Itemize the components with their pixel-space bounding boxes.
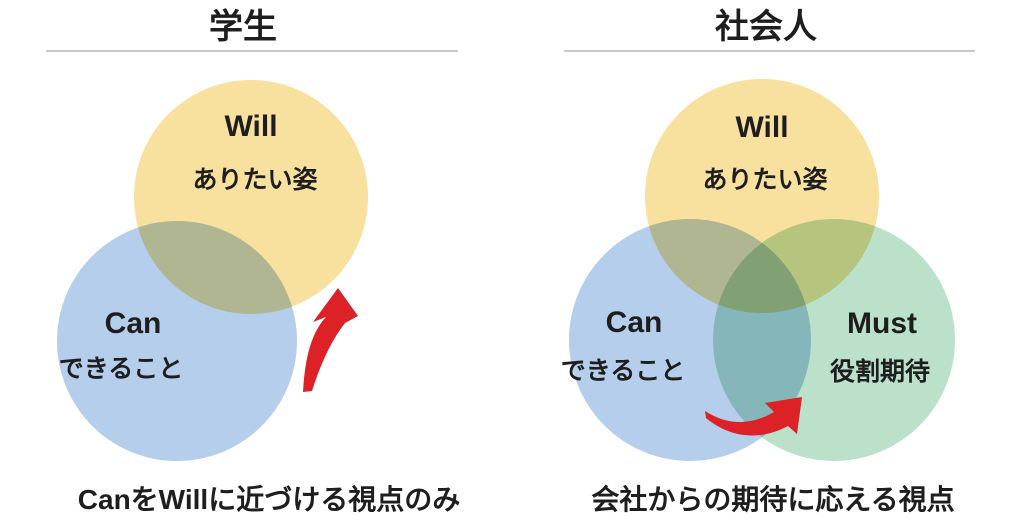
student-panel: 学生 Will ありたい姿 Can できること CanをWillに近づける視点の… <box>46 7 460 515</box>
adult-panel-title: 社会人 <box>715 8 817 46</box>
curved-up-arrow-icon <box>303 288 358 392</box>
student-can-label: Can <box>105 307 162 340</box>
adult-caption: 会社からの期待に応える視点 <box>591 483 954 515</box>
student-can-circle <box>57 221 297 461</box>
adult-must-label: Must <box>847 307 917 340</box>
curved-right-arrow-icon <box>705 397 802 436</box>
student-will-label: Will <box>224 110 277 143</box>
student-panel-title: 学生 <box>209 7 277 46</box>
adult-can-label: Can <box>606 306 663 339</box>
student-will-sublabel: ありたい姿 <box>192 165 317 194</box>
adult-will-label: Will <box>735 111 788 144</box>
student-venn <box>57 80 368 461</box>
adult-can-sublabel: できること <box>561 357 686 385</box>
adult-must-sublabel: 役割期待 <box>830 357 930 386</box>
adult-must-circle <box>713 219 955 461</box>
student-can-sublabel: できること <box>59 355 184 383</box>
adult-venn <box>569 79 955 461</box>
student-caption: CanをWillに近づける視点のみ <box>78 484 460 515</box>
adult-panel: 社会人 Will ありたい姿 Can できること Must 役割期待 会社からの… <box>561 8 975 515</box>
adult-will-sublabel: ありたい姿 <box>702 165 827 194</box>
